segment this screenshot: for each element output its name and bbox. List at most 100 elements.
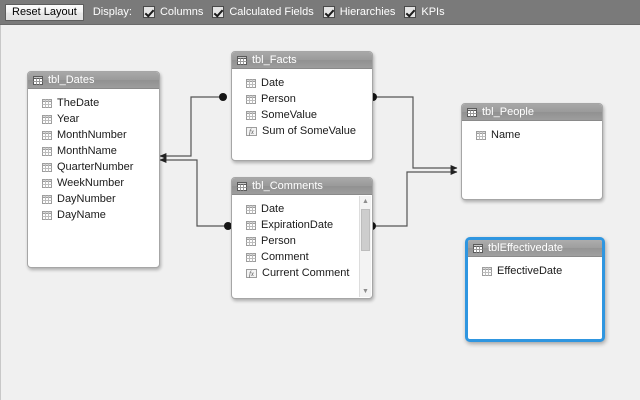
table-title-tbl-effectivedate: tblEffectivedate [488, 242, 564, 254]
checkbox-hierarchies-label: Hierarchies [339, 6, 396, 18]
table-title-tbl-comments: tbl_Comments [252, 180, 323, 192]
table-body-tbl-comments: Date ExpirationDate [232, 195, 372, 298]
checkbox-calculated-fields-box[interactable] [212, 6, 225, 18]
checkbox-hierarchies-box[interactable] [322, 6, 335, 18]
scroll-up-icon[interactable]: ▲ [362, 198, 369, 205]
field-row[interactable]: Year [28, 111, 159, 127]
field-row[interactable]: EffectiveDate [468, 263, 602, 279]
table-body-tbl-people: Name [462, 121, 602, 199]
svg-text:fx: fx [249, 270, 255, 278]
table-header-tbl-facts[interactable]: tbl_Facts [232, 52, 372, 69]
field-label: EffectiveDate [497, 265, 563, 277]
field-label: MonthNumber [57, 129, 127, 141]
column-icon [42, 178, 52, 188]
reset-layout-button[interactable]: Reset Layout [5, 3, 84, 21]
checkbox-kpis-box[interactable] [404, 6, 417, 18]
field-row[interactable]: TheDate [28, 95, 159, 111]
field-row[interactable]: MonthNumber [28, 127, 159, 143]
column-icon [246, 220, 256, 230]
diagram-toolbar: Reset Layout Display: Columns Calculated… [0, 0, 640, 25]
field-label: TheDate [57, 97, 100, 109]
column-icon [42, 114, 52, 124]
column-icon [42, 130, 52, 140]
table-icon [237, 55, 247, 65]
table-icon [237, 181, 247, 191]
field-label: SomeValue [261, 109, 318, 121]
field-row[interactable]: Date [232, 75, 372, 91]
field-row[interactable]: Name [462, 127, 602, 143]
column-icon [42, 98, 52, 108]
diagram-canvas[interactable]: tbl_Dates TheDate [0, 25, 640, 400]
table-title-tbl-people: tbl_People [482, 106, 534, 118]
relationship-facts-people [369, 93, 458, 171]
table-icon [473, 243, 483, 253]
field-row[interactable]: Person [232, 233, 372, 249]
calculated-field-icon: fx [246, 126, 257, 136]
table-body-tbl-effectivedate: EffectiveDate [468, 257, 602, 339]
field-label: Person [261, 93, 296, 105]
field-row[interactable]: SomeValue [232, 107, 372, 123]
field-row[interactable]: QuarterNumber [28, 159, 159, 175]
field-label: Date [261, 203, 285, 215]
svg-text:fx: fx [249, 128, 255, 136]
table-card-tbl-effectivedate[interactable]: tblEffectivedate EffectiveDate [465, 237, 605, 342]
column-icon [246, 236, 256, 246]
table-title-tbl-dates: tbl_Dates [48, 74, 95, 86]
checkbox-hierarchies[interactable]: Hierarchies [322, 6, 396, 18]
column-icon [42, 194, 52, 204]
checkbox-columns[interactable]: Columns [142, 6, 204, 18]
column-icon [246, 204, 256, 214]
column-icon [42, 210, 52, 220]
field-row[interactable]: fx Current Comment [232, 265, 372, 281]
column-icon [42, 162, 52, 172]
column-icon [42, 146, 52, 156]
field-label: Current Comment [262, 267, 350, 279]
table-body-tbl-dates: TheDate Year [28, 89, 159, 267]
column-icon [476, 130, 486, 140]
field-label: Sum of SomeValue [262, 125, 356, 137]
table-header-tbl-comments[interactable]: tbl_Comments [232, 178, 372, 195]
field-label: DayName [57, 209, 106, 221]
column-icon [246, 78, 256, 88]
table-header-tbl-people[interactable]: tbl_People [462, 104, 602, 121]
field-row[interactable]: Date [232, 201, 372, 217]
column-icon [246, 252, 256, 262]
checkbox-calculated-fields[interactable]: Calculated Fields [212, 6, 314, 18]
field-label: WeekNumber [57, 177, 125, 189]
checkbox-kpis[interactable]: KPIs [404, 6, 445, 18]
table-body-tbl-facts: Date Person [232, 69, 372, 160]
field-row[interactable]: Person [232, 91, 372, 107]
table-header-tbl-dates[interactable]: tbl_Dates [28, 72, 159, 89]
checkbox-columns-box[interactable] [142, 6, 155, 18]
field-row[interactable]: DayNumber [28, 191, 159, 207]
table-card-tbl-comments[interactable]: tbl_Comments Date [231, 177, 373, 299]
table-header-tbl-effectivedate[interactable]: tblEffectivedate [468, 240, 602, 257]
field-row[interactable]: ExpirationDate [232, 217, 372, 233]
display-label: Display: [92, 6, 132, 18]
field-row[interactable]: Comment [232, 249, 372, 265]
relationship-comments-dates [159, 157, 232, 230]
field-label: ExpirationDate [261, 219, 334, 231]
field-label: DayNumber [57, 193, 116, 205]
table-scrollbar[interactable]: ▲ ▼ [359, 196, 371, 297]
scroll-down-icon[interactable]: ▼ [362, 288, 369, 295]
table-icon [33, 75, 43, 85]
field-row[interactable]: DayName [28, 207, 159, 223]
field-row[interactable]: MonthName [28, 143, 159, 159]
table-card-tbl-dates[interactable]: tbl_Dates TheDate [27, 71, 160, 268]
checkbox-calculated-fields-label: Calculated Fields [229, 6, 314, 18]
field-label: Person [261, 235, 296, 247]
checkbox-columns-label: Columns [159, 6, 204, 18]
table-card-tbl-facts[interactable]: tbl_Facts Date [231, 51, 373, 161]
column-icon [246, 94, 256, 104]
field-label: Year [57, 113, 80, 125]
column-icon [482, 266, 492, 276]
scrollbar-thumb[interactable] [361, 209, 370, 251]
relationship-comments-people [368, 169, 458, 230]
column-icon [246, 110, 256, 120]
calculated-field-icon: fx [246, 268, 257, 278]
field-row[interactable]: WeekNumber [28, 175, 159, 191]
table-card-tbl-people[interactable]: tbl_People Name [461, 103, 603, 200]
field-row[interactable]: fx Sum of SomeValue [232, 123, 372, 139]
